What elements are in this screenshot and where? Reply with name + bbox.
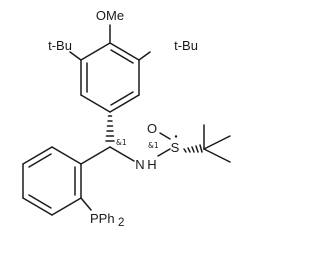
bond-c-p xyxy=(80,197,92,211)
sulfur-lone-pair-dot xyxy=(174,135,178,138)
bond-s-o-1 xyxy=(159,132,171,140)
bond-c-n xyxy=(109,146,135,162)
hashed-wedge-sulfur xyxy=(183,144,203,153)
sulfur-label: S xyxy=(171,140,180,155)
phosphine-subscript: 2 xyxy=(118,217,124,229)
oxygen-label: O xyxy=(147,121,157,136)
tbu-right-label: t-Bu xyxy=(174,38,198,53)
methoxy-label: OMe xyxy=(96,8,124,23)
hydrogen-label: H xyxy=(147,157,156,172)
bond-c-tbu-right xyxy=(138,51,151,61)
bond-n-s xyxy=(157,148,171,157)
stereo-label-carbon: &1 xyxy=(116,138,127,147)
phosphine-label: PPh xyxy=(90,211,115,226)
bond-c-lower-ring xyxy=(80,146,111,165)
nitrogen-label: N xyxy=(135,157,144,172)
bond-c-tbu-left xyxy=(69,51,82,61)
tbu-left-label: t-Bu xyxy=(48,38,72,53)
tert-butyl-sulfur xyxy=(203,124,231,163)
stereo-label-sulfur: &1 xyxy=(148,141,159,150)
hashed-wedge-aryl xyxy=(105,115,115,142)
molecule-drawing: OMe t-Bu t-Bu &1 N H S &1 O xyxy=(22,8,231,229)
structure-canvas: OMe t-Bu t-Bu &1 N H S &1 O xyxy=(22,8,231,229)
aryl-ring-lower xyxy=(22,146,82,216)
aryl-ring-upper xyxy=(80,42,140,113)
